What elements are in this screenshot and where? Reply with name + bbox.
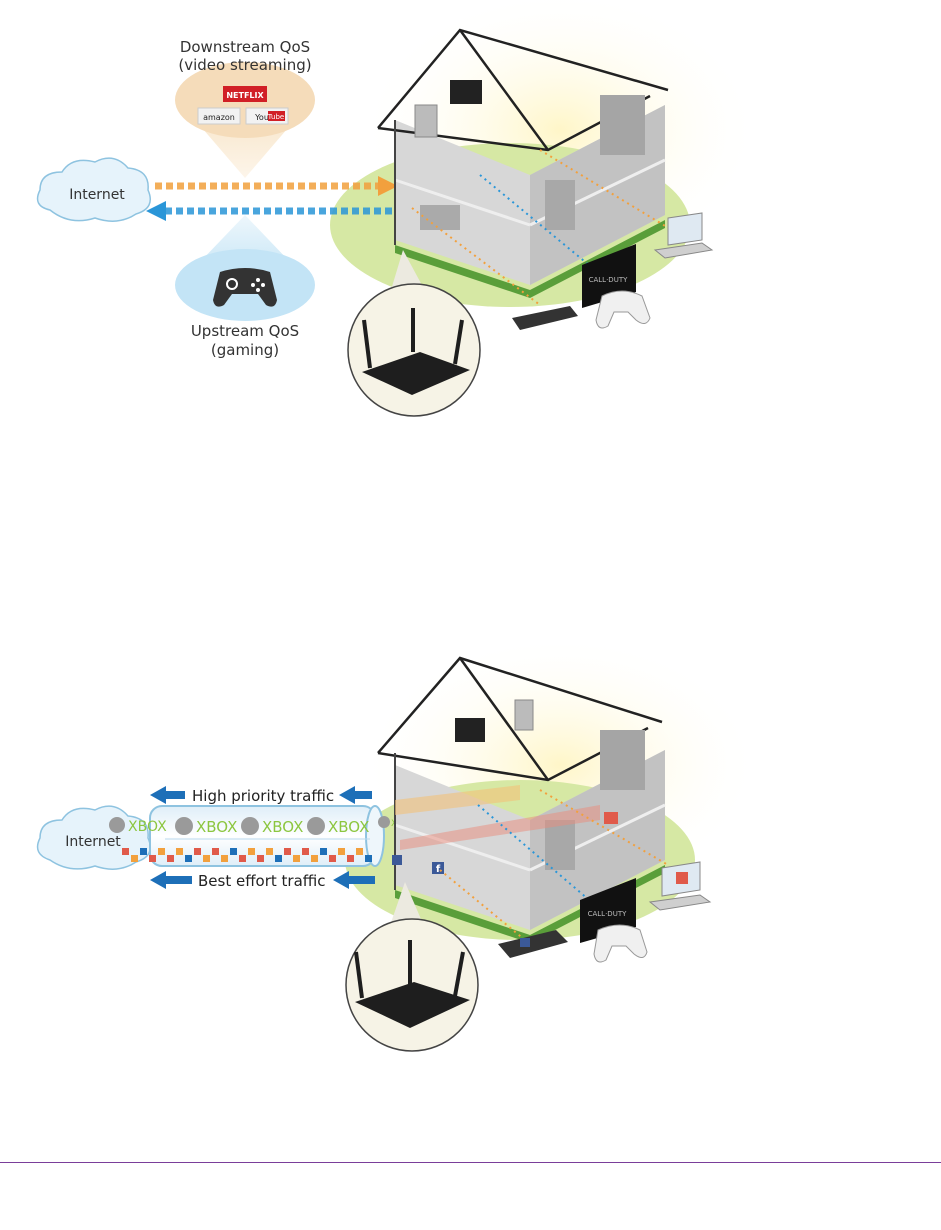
packet-icon: [356, 848, 363, 855]
upstream-subtitle: (gaming): [211, 341, 279, 359]
packet-icon: [122, 848, 129, 855]
svg-text:XBOX: XBOX: [328, 818, 369, 836]
router-icon: [362, 352, 470, 395]
traffic-priority-diagram: Internet XBOX XBOX XBOX XBOX XBOX High p…: [36, 640, 760, 1052]
best-effort-packets: [122, 848, 372, 862]
packet-icon: [284, 848, 291, 855]
amazon-logo: [197, 107, 241, 125]
laptop-icon: [653, 212, 714, 259]
footer-divider: [0, 1162, 941, 1163]
left-arrow-icon: [333, 871, 375, 889]
device-links: [411, 149, 681, 306]
tv-screen-text: CALL·DUTY: [589, 276, 628, 284]
router-zoom: [345, 882, 479, 1052]
downstream-subtitle: (video streaming): [178, 56, 311, 74]
packet-icon: [212, 848, 219, 855]
tablet-icon: [498, 930, 568, 958]
netflix-logo-text: NETFLIX: [226, 91, 264, 100]
packet-icon: [149, 855, 156, 862]
packet-icon: [248, 848, 255, 855]
downstream-upstream-qos-diagram: Downstream QoS (video streaming) NETFLIX…: [36, 0, 760, 417]
xbox-logo: XBOX: [241, 817, 303, 836]
router-icon: [355, 982, 470, 1028]
tablet-icon: [512, 306, 578, 330]
internet-cloud: Internet: [36, 157, 151, 222]
left-arrow-icon: [150, 871, 192, 889]
packet-icon: [275, 855, 282, 862]
xbox-logo: XBOX: [175, 817, 237, 836]
left-arrow-icon: [339, 786, 372, 804]
packet-icon: [365, 855, 372, 862]
router-zoom: [347, 250, 481, 417]
downstream-qos-callout: Downstream QoS (video streaming) NETFLIX…: [175, 38, 315, 178]
packet-icon: [329, 855, 336, 862]
internet-label: Internet: [69, 187, 125, 203]
packet-icon: [320, 848, 327, 855]
packet-icon: [194, 848, 201, 855]
youtube-you-text: You: [254, 113, 269, 122]
facebook-badge: [392, 855, 402, 865]
packet-icon: [347, 855, 354, 862]
laptop-icon: [648, 861, 712, 911]
packet-icon: [167, 855, 174, 862]
packet-icon: [239, 855, 246, 862]
svg-text:XBOX: XBOX: [262, 818, 303, 836]
packet-icon: [230, 848, 237, 855]
packet-icon: [185, 855, 192, 862]
packet-icon: [158, 848, 165, 855]
internet-label: Internet: [65, 834, 121, 850]
facebook-badge-glyph: f: [436, 864, 441, 875]
packet-icon: [293, 855, 300, 862]
high-priority-label-group: High priority traffic: [150, 786, 372, 805]
upstream-arrow: [146, 201, 392, 221]
packet-icon: [302, 848, 309, 855]
upstream-title: Upstream QoS: [191, 322, 299, 340]
packet-icon: [266, 848, 273, 855]
tv-screen-text: CALL·DUTY: [588, 910, 627, 918]
packet-icon: [221, 855, 228, 862]
packet-icon: [338, 848, 345, 855]
device-links: [439, 789, 669, 941]
amazon-logo-text: amazon: [203, 113, 235, 122]
svg-text:XBOX: XBOX: [128, 819, 167, 835]
xbox-logo: XBOX: [109, 817, 167, 835]
best-effort-label: Best effort traffic: [198, 872, 326, 890]
packet-icon: [203, 855, 210, 862]
packet-icon: [257, 855, 264, 862]
packet-icon: [140, 848, 147, 855]
house: [377, 28, 669, 298]
left-arrow-icon: [150, 786, 185, 804]
svg-text:XBOX: XBOX: [196, 818, 237, 836]
upstream-qos-callout: Upstream QoS (gaming): [175, 215, 315, 359]
best-effort-label-group: Best effort traffic: [150, 871, 375, 890]
gamepad-icon: [213, 268, 277, 307]
game-controller-icon: [593, 924, 648, 963]
xbox-logo: XBOX: [307, 817, 369, 836]
netflix-logo: [223, 86, 267, 102]
packet-icon: [311, 855, 318, 862]
house: f: [377, 656, 666, 943]
downstream-arrow: [155, 176, 398, 196]
downstream-title: Downstream QoS: [180, 38, 310, 56]
packet-icon: [131, 855, 138, 862]
youtube-tube-text: Tube: [267, 113, 284, 121]
packet-icon: [176, 848, 183, 855]
high-priority-label: High priority traffic: [192, 787, 334, 805]
game-controller-icon: [595, 290, 651, 329]
